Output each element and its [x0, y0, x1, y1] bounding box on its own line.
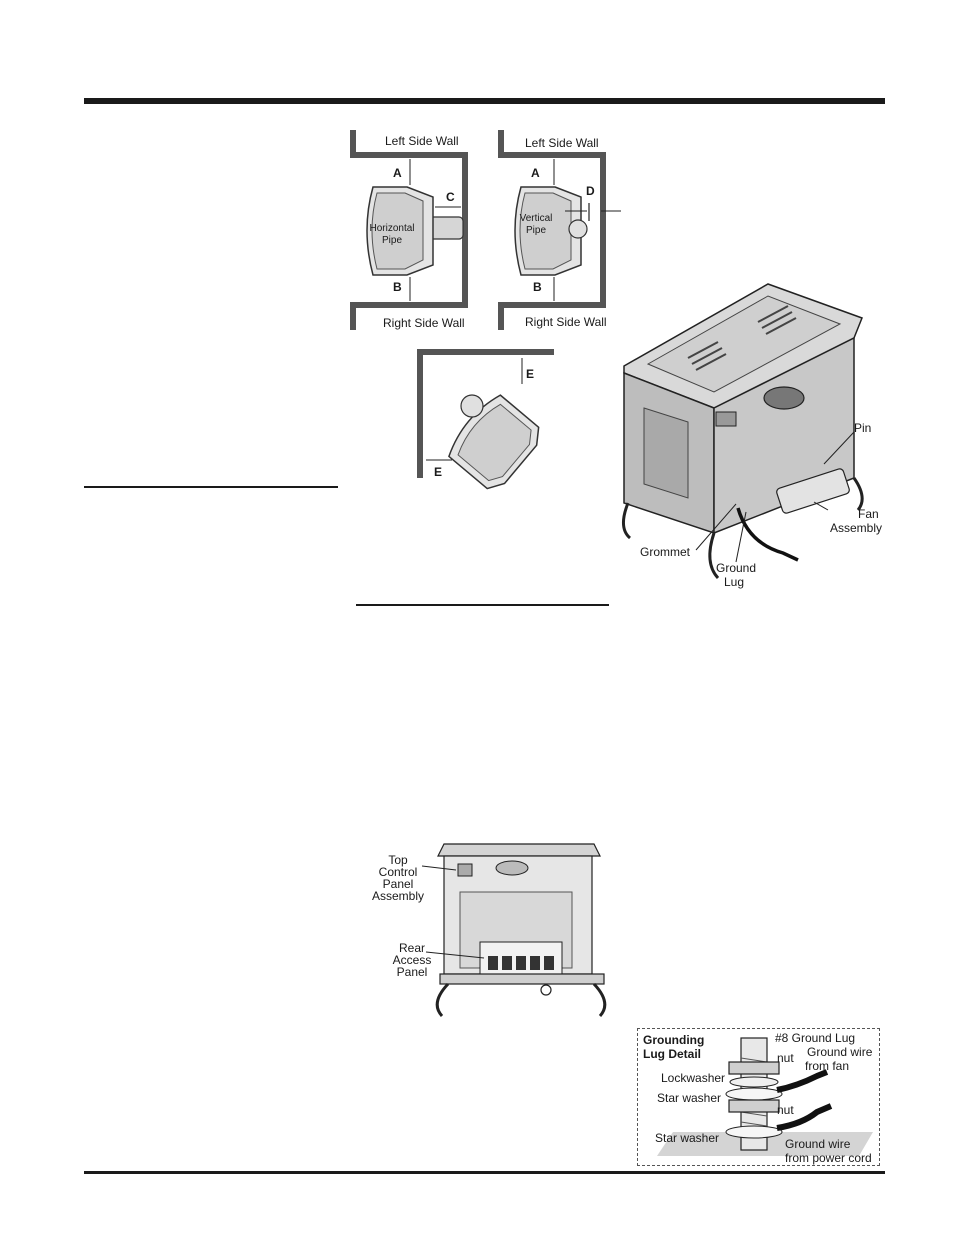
bottom-rule — [84, 1171, 885, 1174]
dim-d-label: D — [586, 184, 595, 198]
top-control-leader — [421, 865, 457, 871]
exhaust-port — [763, 386, 805, 410]
corner-clearance-diagram: E E — [417, 349, 554, 490]
stove-fan-assembly-diagram: Pin Fan Assembly Grommet Ground Lug — [622, 283, 882, 589]
fan-assembly-label-line1: Fan — [858, 507, 879, 521]
wall-bottom-label: Right Side Wall — [525, 315, 607, 329]
nut-top-label: nut — [777, 1051, 794, 1065]
ground-lug-label-line2: Lug — [724, 575, 744, 589]
pipe-label-line2: Pipe — [382, 235, 402, 246]
wall-outline — [350, 130, 468, 330]
ground-wire-cord-line2: from power cord — [785, 1151, 872, 1165]
dim-a-label: A — [531, 166, 540, 180]
nut-bottom-label: nut — [777, 1103, 794, 1117]
vertical-pipe — [568, 219, 588, 239]
grounding-lug-detail-box — [637, 1028, 880, 1166]
star-washer-top — [725, 1087, 783, 1101]
leg — [708, 532, 720, 580]
star-washer-bottom — [725, 1125, 783, 1139]
dim-a-label: A — [393, 166, 402, 180]
dim-b-label: B — [533, 280, 542, 294]
side-panel — [643, 407, 689, 499]
grommet-leader — [695, 503, 737, 551]
fan-assembly-label-line2: Assembly — [830, 521, 882, 535]
top-vents — [687, 305, 797, 371]
top-control-label-line2: Control — [379, 865, 418, 879]
star-washer-bottom-label: Star washer — [655, 1131, 719, 1145]
pipe-label-line1: Vertical — [520, 213, 553, 224]
wall-top-label: Left Side Wall — [525, 136, 599, 150]
leg — [592, 982, 607, 1018]
star-washer-top-label: Star washer — [657, 1091, 721, 1105]
top-rule — [84, 98, 885, 104]
wall-outline — [498, 130, 606, 330]
top-control-panel — [457, 863, 473, 877]
corner-wall — [417, 349, 554, 478]
lockwasher-label: Lockwasher — [661, 1071, 725, 1085]
ground-wire-cord-line1: Ground wire — [785, 1137, 851, 1151]
horizontal-pipe-clearance-diagram: Horizontal Pipe A B C Left Side Wall Rig… — [350, 130, 468, 330]
top-control-label-line1: Top — [388, 853, 408, 867]
leg — [852, 477, 864, 511]
pin-label: Pin — [854, 421, 871, 435]
stove-top-panel — [371, 192, 424, 270]
stove-angled — [448, 394, 540, 490]
grounding-lug-detail: Grounding Lug Detail #8 Ground Lug nut G… — [643, 1031, 873, 1165]
dim-e-top-label: E — [526, 367, 534, 381]
dim-c-label: C — [446, 190, 455, 204]
stove-top-panel — [519, 192, 572, 270]
wall-bottom-label: Right Side Wall — [383, 316, 465, 330]
control-box — [715, 411, 737, 427]
rear-access-vents — [488, 956, 554, 970]
power-cord — [736, 507, 799, 562]
dim-e-left-label: E — [434, 465, 442, 479]
vertical-pipe-clearance-diagram: Vertical Pipe A B D Left Side Wall Right… — [498, 130, 621, 330]
wall-top-label: Left Side Wall — [385, 134, 459, 148]
left-column-rule — [84, 486, 338, 488]
detail-title-line2: Lug Detail — [643, 1047, 701, 1061]
stove-top — [437, 843, 601, 857]
rear-access-leader — [425, 951, 485, 959]
ground-lug-label: #8 Ground Lug — [775, 1031, 855, 1045]
top-nut — [728, 1061, 780, 1075]
rear-access-label-line1: Rear — [399, 941, 425, 955]
top-control-label-line4: Assembly — [372, 889, 424, 903]
exhaust-port — [495, 860, 529, 876]
pin-leader — [823, 431, 855, 465]
cord-hole — [540, 984, 552, 996]
rear-access-label-line2: Access — [393, 953, 432, 967]
ground-lug-label-line1: Ground — [716, 561, 756, 575]
pipe-label-line2: Pipe — [526, 225, 546, 236]
ground-lug-leader — [735, 511, 747, 563]
cord-ground-wire — [776, 1103, 833, 1131]
pipe-label-line1: Horizontal — [369, 223, 414, 234]
leg — [622, 502, 632, 540]
lockwasher — [729, 1076, 779, 1088]
detail-title-line1: Grounding — [643, 1033, 704, 1047]
fan-ground-wire — [776, 1069, 829, 1093]
ground-wire-fan-line2: from fan — [805, 1059, 849, 1073]
grommet-label: Grommet — [640, 545, 691, 559]
fan-leader — [813, 501, 829, 511]
bottom-nut — [728, 1099, 780, 1113]
ground-wire-fan-line1: Ground wire — [807, 1045, 873, 1059]
top-control-label-line3: Panel — [383, 877, 414, 891]
base-rail — [439, 973, 605, 985]
vertical-pipe — [460, 394, 484, 418]
leg — [435, 982, 450, 1018]
control-panel-access-diagram: Top Control Panel Assembly Rear Access P… — [372, 843, 607, 1018]
dim-b-label: B — [393, 280, 402, 294]
middle-column-rule — [356, 604, 609, 606]
rear-access-label-line3: Panel — [397, 965, 428, 979]
